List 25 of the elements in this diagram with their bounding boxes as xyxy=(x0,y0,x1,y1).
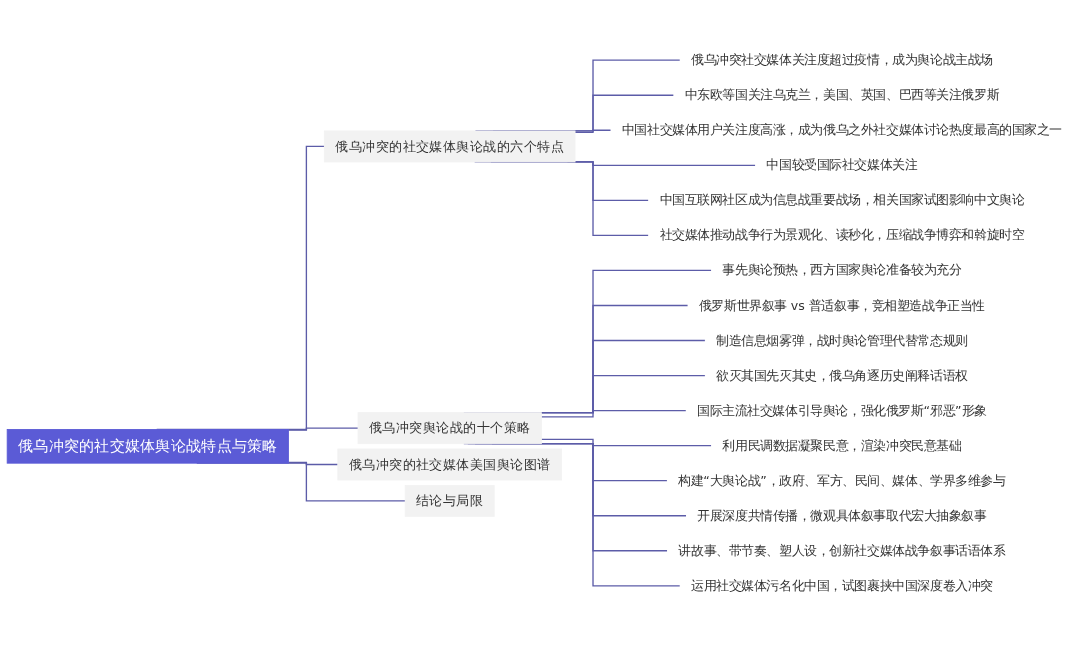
node-text: 利用民调数据凝聚民意，渲染冲突民意基础 xyxy=(722,438,962,453)
node-text: 中国社交媒体用户关注度高涨，成为俄乌之外社交媒体讨论热度最高的国家之一 xyxy=(621,122,1063,138)
node-text: 俄乌冲突社交媒体关注度超过疫情，成为舆论战主战场 xyxy=(690,52,993,67)
connector xyxy=(540,438,713,447)
node-box: 俄乌冲突舆论战的十个策略 xyxy=(357,412,542,445)
node-text: 事先舆论预热，西方国家舆论准备较为充分 xyxy=(722,262,962,278)
node-text: 欲灭其国先灭其史，俄乌角逐历史阐释话语权 xyxy=(716,367,968,383)
node-text: 运用社交媒体污名化中国，试图裹挟中国深度卷入冲突 xyxy=(690,578,993,593)
connector xyxy=(540,409,687,418)
node-text: 构建“大舆论战”，政府、军方、民间、媒体、学界多维参与 xyxy=(678,473,1006,488)
connector xyxy=(574,129,612,133)
node-text: 中国互联网社区成为信息战重要战场，相关国家试图影响中文舆论 xyxy=(659,192,1025,208)
node-text: 制造信息烟雾弹，战时舆论管理代替常态规则 xyxy=(716,332,968,348)
node-box: 俄乌冲突的社交媒体舆论战特点与策略 xyxy=(6,429,289,464)
node-text: 中东欧等国关注乌克兰，美国、英国、巴西等关注俄罗斯 xyxy=(684,87,1000,102)
node-text: 开展深度共情传播，微观具体叙事取代宏大抽象叙事 xyxy=(697,508,987,523)
node-text: 社交媒体推动战争行为景观化、读秒化，压缩战争博弈和斡旋时空 xyxy=(659,227,1025,243)
node-box: 俄乌冲突的社交媒体美国舆论图谱 xyxy=(337,448,562,481)
node-box: 结论与局限 xyxy=(404,484,495,517)
node-text: 中国较受国际社交媒体关注 xyxy=(766,157,918,173)
node-text: 国际主流社交媒体引导舆论，强化俄罗斯“邪恶”形象 xyxy=(697,402,987,418)
node-text: 俄罗斯世界叙事 vs 普适叙事，竞相塑造战争正当性 xyxy=(698,297,985,313)
node-box: 俄乌冲突的社交媒体舆论战的六个特点 xyxy=(323,130,576,163)
node-text: 讲故事、带节奏、塑人设，创新社交媒体战争叙事话语体系 xyxy=(678,543,1006,558)
connector xyxy=(287,427,359,431)
